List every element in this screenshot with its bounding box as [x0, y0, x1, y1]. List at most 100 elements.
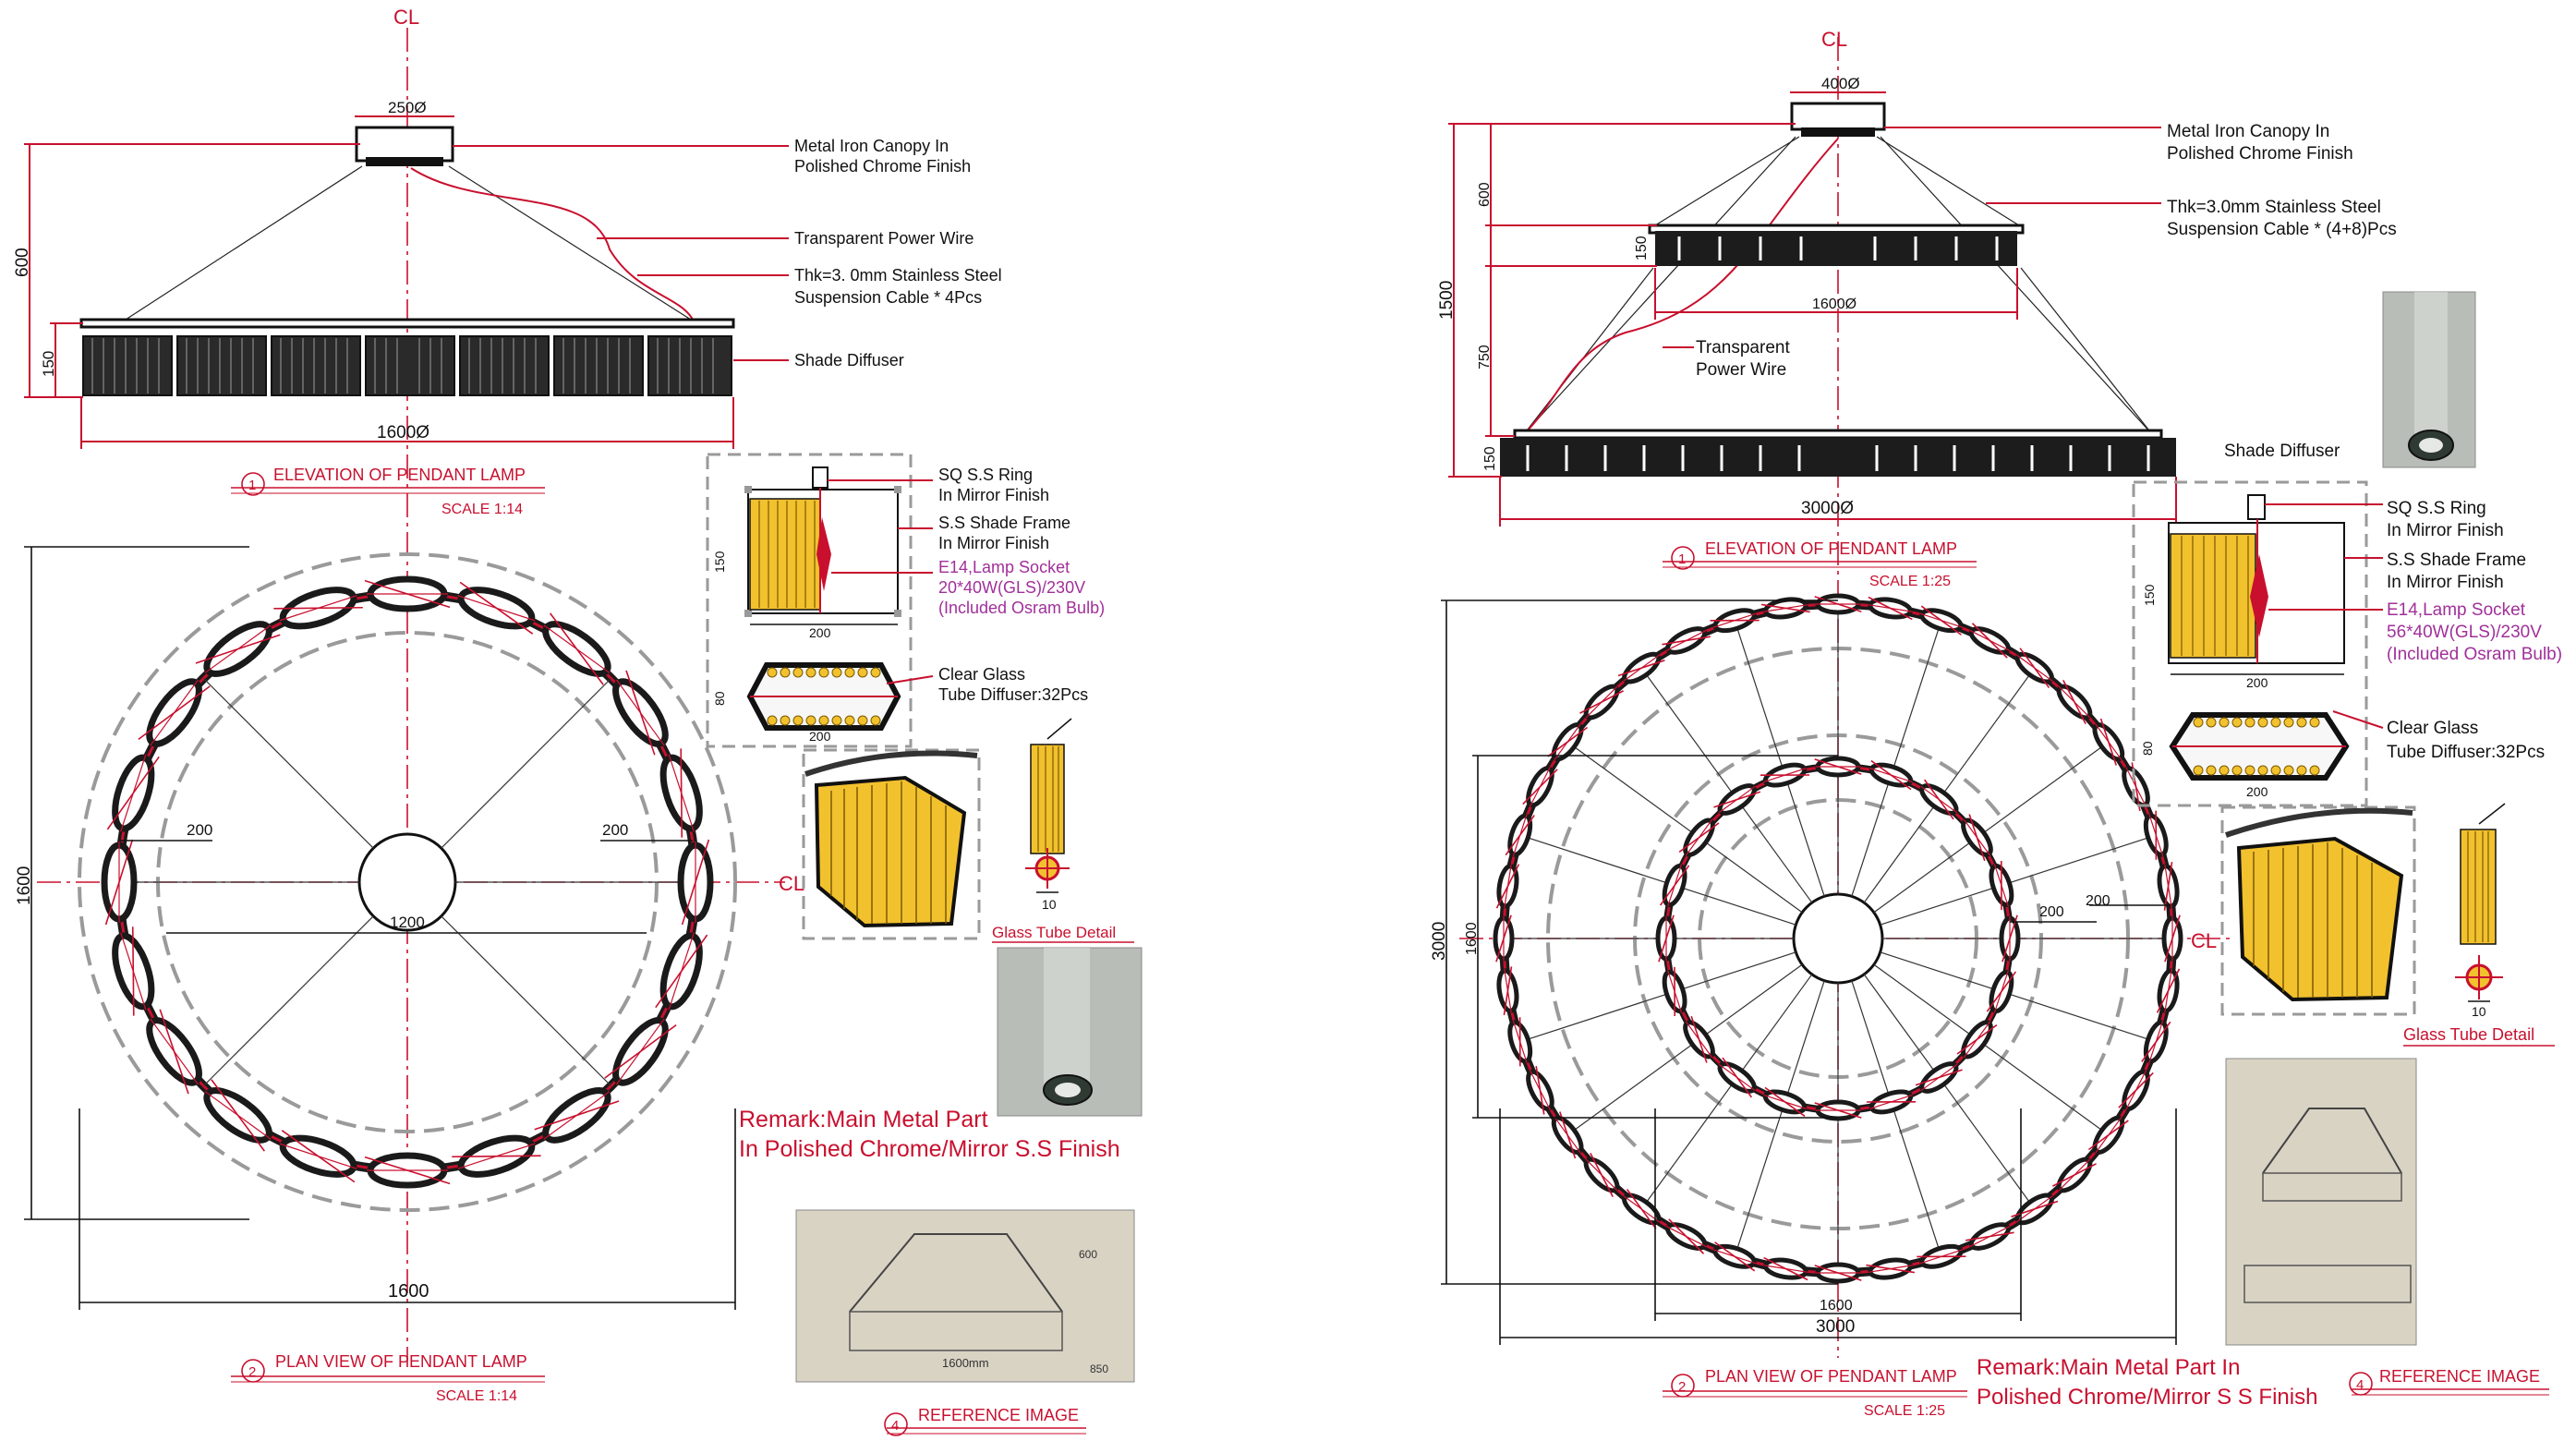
shade-pod	[1505, 813, 1535, 857]
right-plan-dim-200-a: 200	[2039, 904, 2064, 920]
left-note-cable-1: Thk=3. 0mm Stainless Steel	[794, 266, 1002, 285]
shade-pod	[2141, 1020, 2171, 1064]
shade-pod	[2051, 1156, 2097, 1193]
right-elevation-title: ELEVATION OF PENDANT LAMP	[1705, 539, 1957, 558]
left-note-wire: Transparent Power Wire	[794, 229, 974, 248]
bead	[2206, 717, 2217, 728]
shade-pod	[364, 575, 451, 612]
shade-pod	[1507, 1017, 1533, 1067]
left-plan-scale: SCALE 1:14	[436, 1388, 517, 1404]
bead	[792, 715, 804, 726]
left-sketch-note-2: 1600mm	[942, 1356, 989, 1370]
left-glass-leader	[886, 675, 934, 684]
right-plan-dim-200-b: 200	[2086, 893, 2110, 909]
right-upper-slots	[1677, 236, 1999, 260]
left-sketch-note-1: 600	[1079, 1248, 1097, 1261]
shade-pod	[279, 1130, 357, 1183]
shade-pod	[1814, 593, 1862, 615]
shade-pod	[2122, 762, 2150, 812]
left-3d-box	[802, 748, 981, 940]
shade-pod	[2118, 1069, 2154, 1111]
left-reference: 600 1600mm 850 4 REFERENCE IMAGE	[795, 1209, 1135, 1436]
left-detail-d200b: 200	[809, 729, 831, 744]
left-remark-2: In Polished Chrome/Mirror S.S Finish	[739, 1136, 1120, 1162]
shade-pod	[1713, 783, 1761, 816]
left-note-socket-3: (Included Osram Bulb)	[938, 599, 1105, 617]
left-cl-side-label: CL	[779, 872, 804, 895]
left-plan-shades	[101, 575, 714, 1189]
bead	[2270, 765, 2281, 776]
right-note-ring-1: SQ S.S Ring	[2387, 499, 2486, 518]
right-note-shade: Shade Diffuser	[2224, 442, 2340, 461]
left-detail-beads	[767, 667, 881, 726]
right-plan-scale: SCALE 1:25	[1864, 1403, 1945, 1419]
left-detail: 150 200 80 200 SQ S.S Ring In Mirror Fin…	[706, 453, 1143, 1117]
shade-pod	[1866, 1089, 1917, 1115]
shade-pod	[1763, 1256, 1808, 1281]
left-note-socket-2: 20*40W(GLS)/230V	[938, 578, 1085, 597]
left-note-shade: Shade Diffuser	[794, 351, 904, 369]
bead	[870, 667, 881, 678]
bead	[2206, 765, 2217, 776]
right-tube-title: Glass Tube Detail	[2403, 1025, 2534, 1044]
left-elevation-num-circle	[241, 472, 265, 496]
spoke	[1640, 974, 1813, 1210]
left-detail-box	[706, 453, 913, 748]
right-elevation-scale: SCALE 1:25	[1869, 574, 1951, 589]
shade-pod	[612, 670, 669, 756]
right-plan-hub	[1792, 892, 1884, 985]
shade-pod	[1493, 914, 1515, 963]
left-ref-num: 4	[891, 1418, 899, 1434]
shade-pod	[1999, 914, 2021, 963]
right-note-glass-2: Tube Diffuser:32Pcs	[2387, 743, 2545, 762]
right-dim-150b: 150	[1482, 446, 1498, 471]
spoke	[1519, 951, 1796, 1043]
left-shade-panels	[82, 335, 732, 396]
right-note-cable-1: Thk=3.0mm Stainless Steel	[2167, 198, 2381, 217]
right-plan-dim-1600-v: 1600	[1464, 922, 1480, 955]
spoke	[1734, 620, 1825, 897]
left-note-glass-2: Tube Diffuser:32Pcs	[938, 685, 1088, 704]
shade-pod	[1712, 1241, 1757, 1272]
shade-pod	[659, 748, 703, 838]
bead	[2257, 717, 2268, 728]
left-plan-outer-dash	[78, 552, 737, 1212]
left-plan-title: PLAN VIEW OF PENDANT LAMP	[275, 1352, 527, 1371]
left-elevation-num: 1	[248, 478, 256, 493]
right-detail: 150 200 80 200 SQ S.S Ring In Mirror Fin…	[2132, 291, 2562, 1047]
bead	[2244, 765, 2256, 776]
right-elevation: 400Ø	[1437, 75, 2397, 589]
spoke	[1873, 963, 2110, 1136]
shade-pod	[1760, 762, 1810, 788]
right-detail-d200b: 200	[2246, 784, 2268, 799]
right-upper-tier	[1655, 231, 2017, 266]
shade-pod	[1547, 722, 1589, 762]
shade-pod	[1762, 1086, 1808, 1118]
bead	[857, 667, 868, 678]
bead	[2309, 765, 2320, 776]
bead	[831, 667, 842, 678]
spoke	[1880, 834, 2157, 926]
bead	[857, 715, 868, 726]
right-tube-detail	[2460, 829, 2497, 945]
right-dim-600: 600	[1477, 182, 1493, 207]
shade-pod	[1583, 1152, 1620, 1197]
right-plan-shades-inner	[1655, 756, 2021, 1121]
shade-pod	[146, 1009, 202, 1095]
shade-pod	[273, 587, 363, 630]
shade-pod	[1917, 1243, 1966, 1269]
shade-pod	[1526, 1065, 1554, 1115]
left-dim-600: 600	[13, 248, 32, 277]
shade-pod	[1522, 766, 1558, 808]
left-3d-shade	[814, 775, 967, 928]
right-plan-dim-3000-h: 3000	[1816, 1317, 1855, 1337]
left-canopy-dim: 250Ø	[388, 99, 427, 116]
shade-pod	[1866, 1257, 1916, 1280]
right-3d-shade	[2236, 836, 2404, 1002]
shade-pod	[542, 612, 611, 685]
left-detail-d200a: 200	[809, 625, 831, 640]
shade-pod	[2161, 914, 2183, 963]
right-note-socket-2: 56*40W(GLS)/230V	[2387, 623, 2542, 642]
left-plan: 1600 1600 200 200 1200 2 PLAN VIEW OF PE…	[15, 546, 737, 1404]
shade-pod	[1814, 756, 1862, 778]
